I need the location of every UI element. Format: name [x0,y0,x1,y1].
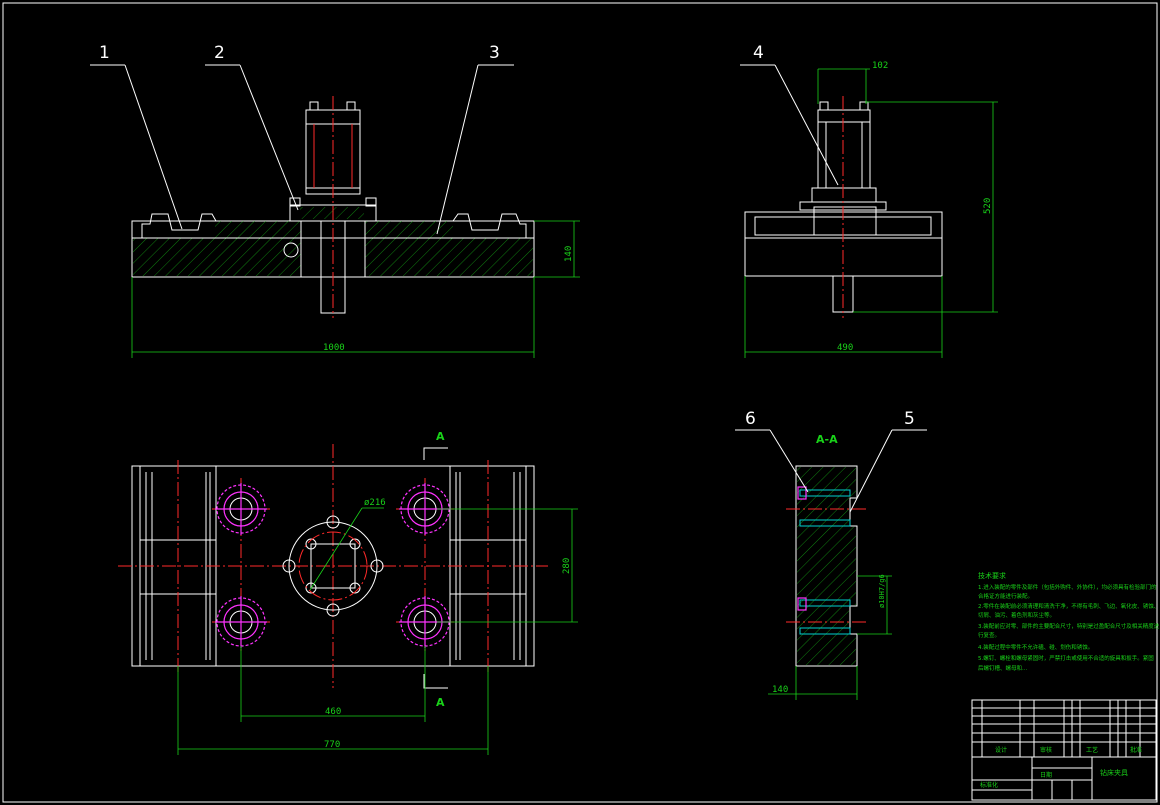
notes-title: 技术要求 [978,571,1006,580]
technical-notes: 技术要求 1.进入装配的零件及部件（包括外购件、外协件），均必须具有检验部门的 … [978,571,1160,672]
section-dim-bore: ø10H7/g6 [878,574,886,608]
bolt-top-left [215,483,267,535]
section-callouts: 6 5 [735,409,927,513]
front-callouts: 1 2 3 [90,43,514,235]
front-dim-width: 1000 [323,343,345,353]
drawing-name: 钻床夹具 [1100,768,1128,777]
callout-5: 5 [904,409,915,429]
section-label: A-A [816,433,838,446]
notes-line: 5.螺钉、螺栓和螺母紧固时，严禁打击或使用不合适的旋具和扳手。紧固 [978,654,1154,662]
tb-cell-review: 审核 [1040,746,1052,754]
callout-2: 2 [214,43,225,63]
side-callouts: 4 [740,43,839,186]
front-top-hatch-left [215,221,301,239]
cut-mark-top: A [436,430,445,443]
title-block: 设计 审核 工艺 批准 标准化 日期 钻床夹具 [971,699,1157,801]
front-dim-height: 140 [564,246,574,262]
callout-3: 3 [489,43,500,63]
notes-line: 合格证方能进行装配。 [978,592,1033,600]
callout-6: 6 [745,409,756,429]
notes-line: 2.零件在装配前必须清理和清洗干净，不得有毛刺、飞边、氧化皮、锈蚀、 [978,602,1159,610]
bolt-bottom-left [215,596,267,648]
front-base-hatch-right [365,238,533,276]
plan-dim-spacing-x: 460 [325,707,341,717]
front-top-hatch-right [365,221,453,239]
side-view: 102 520 490 [744,61,998,358]
tb-cell-process: 工艺 [1086,746,1098,754]
side-base-body [744,211,943,277]
tb-cell-standard: 标准化 [980,781,998,789]
callout-4: 4 [753,43,764,63]
plan-dim-spacing-y: 280 [562,558,572,574]
notes-line: 后螺钉槽、螺母和... [978,664,1027,672]
notes-line: 行复查。 [978,631,1000,639]
notes-line: 4.装配过程中零件不允许磕、碰、划伤和锈蚀。 [978,643,1093,651]
front-v-block-left [141,213,217,238]
section-dim-width: 140 [772,685,788,695]
notes-line: 3.装配前应对零、部件的主要配合尺寸，特别是过盈配合尺寸及相关精度进 [978,622,1160,630]
side-dim-height: 520 [983,198,993,214]
plan-dim-hole: ø216 [364,498,386,508]
front-view: 1000 140 [131,96,580,358]
tb-cell-date: 日期 [1040,771,1052,779]
side-dim-width: 490 [837,343,853,353]
notes-line: 1.进入装配的零件及部件（包括外购件、外协件），均必须具有检验部门的 [978,583,1157,591]
tb-cell-approve: 批准 [1130,746,1142,754]
front-v-block-right [452,213,527,238]
front-pin [283,242,299,258]
front-base-hatch-left [133,238,301,276]
cut-mark-bottom: A [436,696,445,709]
center-disk [282,507,384,617]
side-dim-top: 102 [872,61,888,71]
callout-1: 1 [99,43,110,63]
plan-view: ø216 A A 280 460 770 [118,430,578,755]
notes-line: 切屑、油污、着色剂和灰尘等。 [978,611,1055,619]
section-view: A-A ø10H7/g6 140 [768,433,892,700]
tb-cell-design: 设计 [995,746,1007,754]
plan-dim-width: 770 [324,740,340,750]
